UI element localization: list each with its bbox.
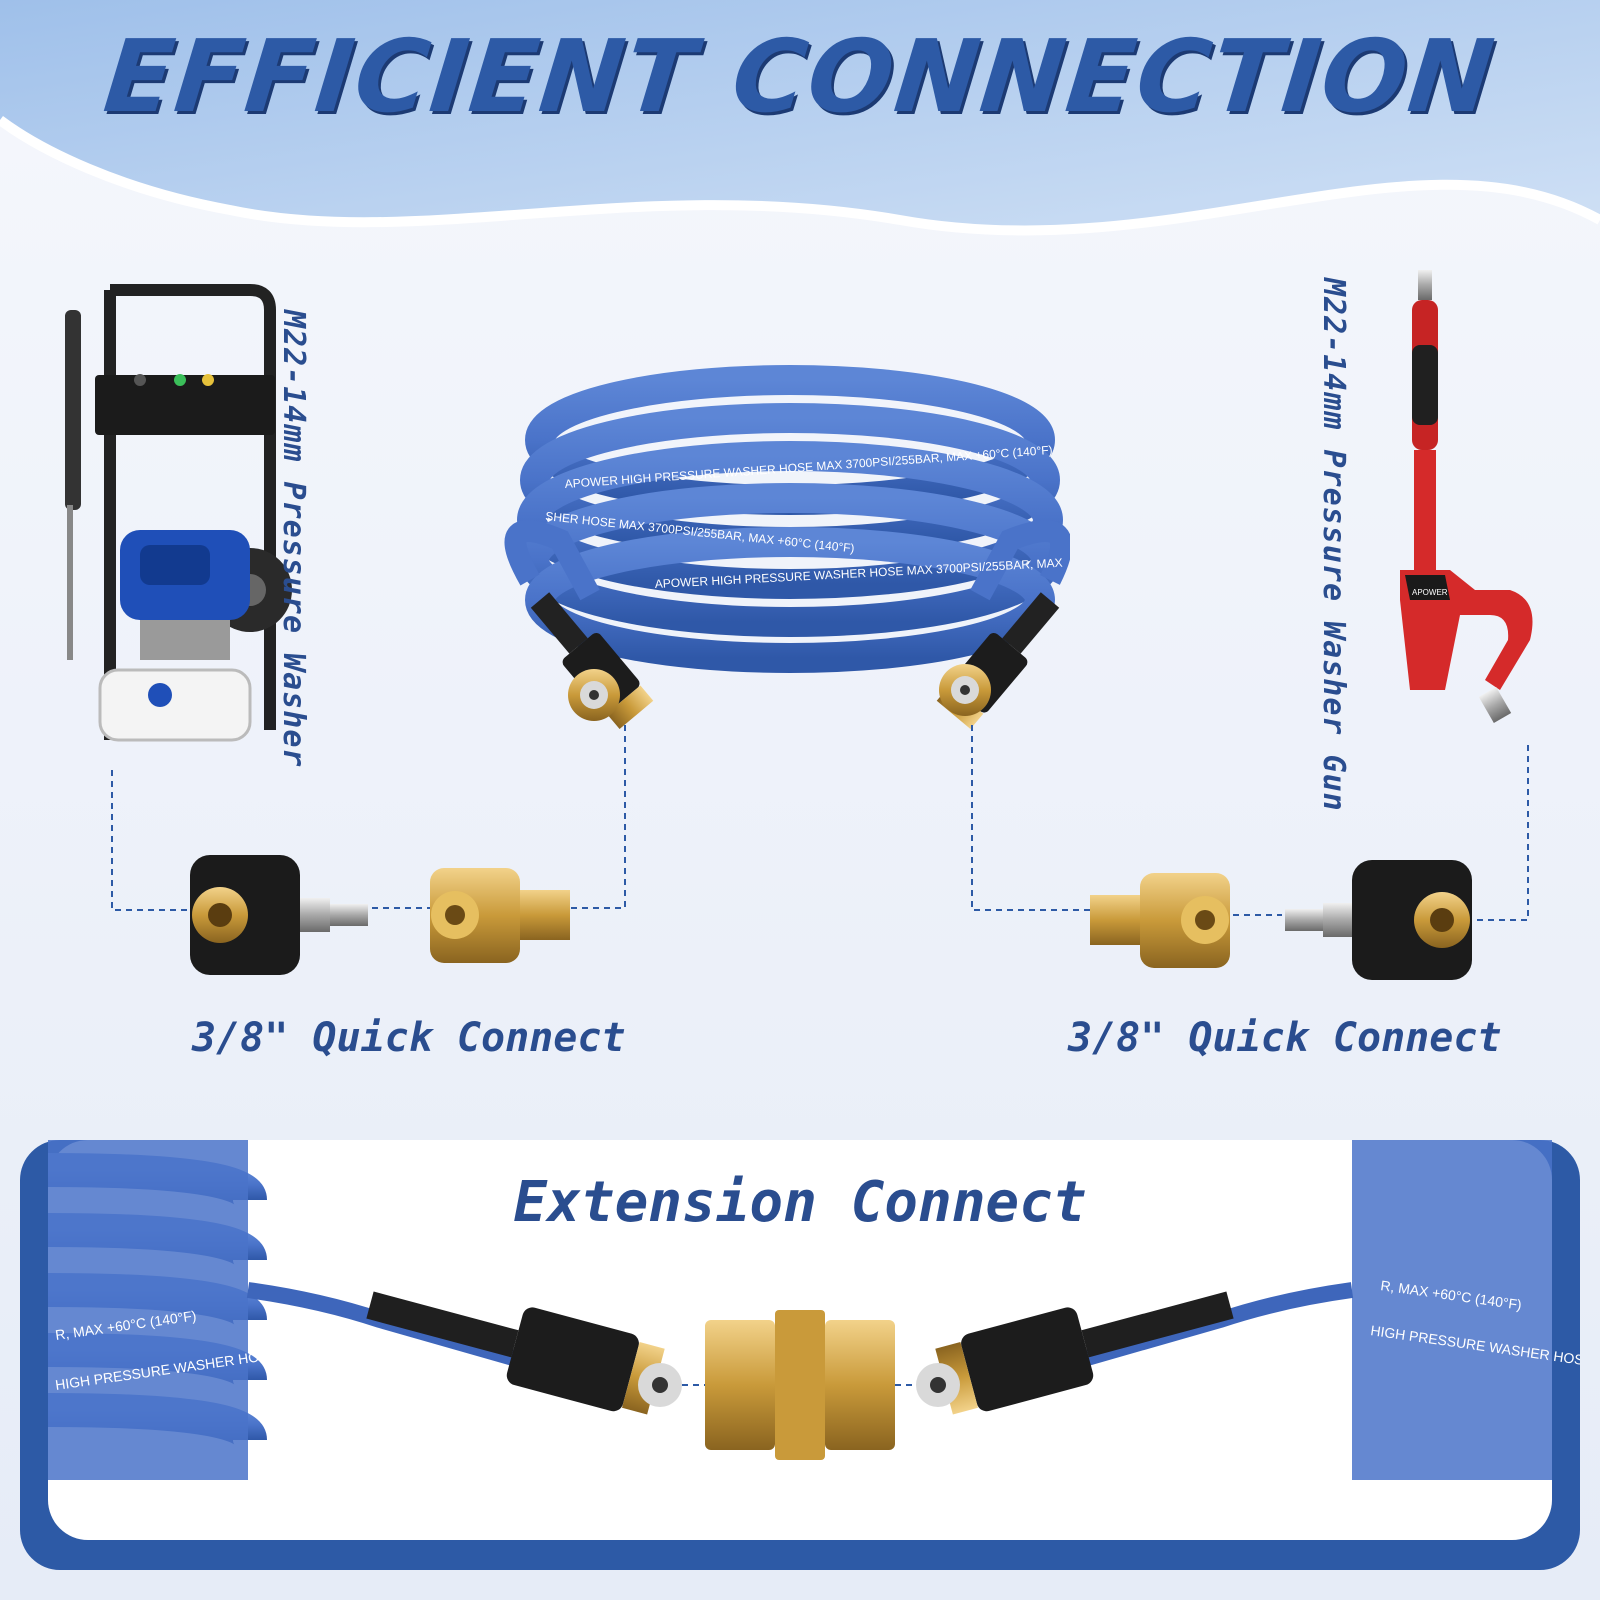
extension-connect-label: Extension Connect [513,1170,1087,1235]
coiled-hose-image: APOWER HIGH PRESSURE WASHER HOSE MAX 370… [504,365,1070,730]
extension-panel: R, MAX +60°C (140°F) HIGH PRESSURE WASHE… [20,1140,1580,1570]
right-quick-connect-label: 3/8" Quick Connect [1068,1015,1502,1061]
left-quick-connect-parts [190,855,570,975]
right-quick-connect-parts [1090,860,1472,980]
left-connection-label: M22-14mm Pressure Washer [276,310,311,768]
right-connection-label: M22-14mm Pressure Washer Gun [1316,278,1351,812]
pressure-washer-image [65,284,292,742]
left-quick-connect-label: 3/8" Quick Connect [192,1015,626,1061]
spray-gun-image: APOWER [1400,270,1533,723]
gun-brand: APOWER [1412,588,1448,597]
page-title: EFFICIENT CONNECTION [99,18,1501,135]
